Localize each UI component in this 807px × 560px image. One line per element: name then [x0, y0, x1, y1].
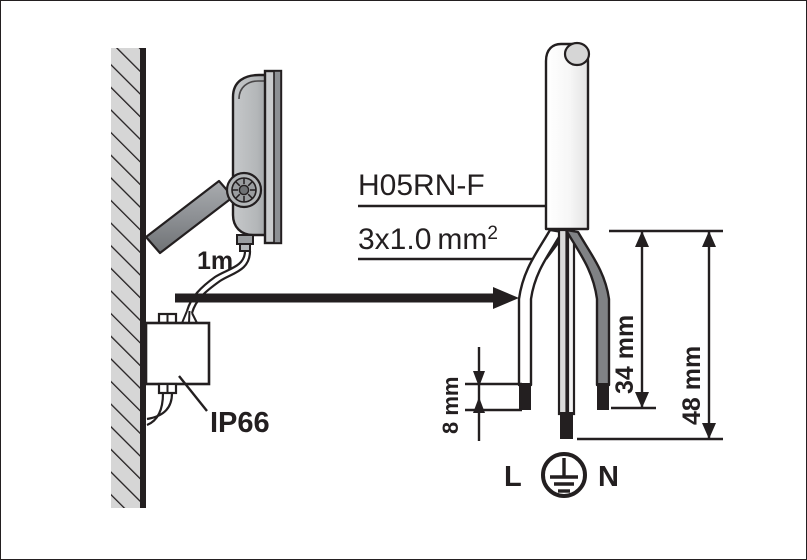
- mounting-height-label: 1m: [197, 247, 233, 275]
- cable-section-unit: mm: [437, 223, 487, 256]
- cable-gland: [157, 312, 178, 325]
- inner-length-label: 34 mm: [611, 315, 639, 394]
- cable-gland: [236, 234, 254, 252]
- cable-type-label: H05RN-F: [358, 169, 485, 202]
- cable-type-callout: H05RN-F: [358, 169, 571, 208]
- earth-ground-icon: [541, 452, 587, 498]
- outer-length-dimension: 48 mm: [577, 231, 723, 441]
- hatched-wall: [111, 48, 146, 508]
- terminal-markings: L N: [504, 452, 619, 498]
- inner-length-dimension: 34 mm: [609, 229, 723, 410]
- neutral-terminal-label: N: [598, 461, 619, 493]
- supply-cable: [517, 41, 611, 439]
- cable-section-exponent: 2: [487, 223, 498, 244]
- live-conductor: [517, 228, 564, 410]
- cable-gland: [157, 382, 178, 395]
- right-arrow: [175, 287, 519, 309]
- live-terminal-label: L: [504, 461, 522, 493]
- outer-length-label: 48 mm: [678, 346, 706, 425]
- ip66-junction-box: [144, 312, 211, 427]
- ingress-protection-label: IP66: [210, 407, 270, 439]
- earth-conductor: [557, 228, 576, 439]
- strip-length-dimension: 8 mm: [438, 347, 522, 441]
- neutral-conductor: [564, 228, 611, 410]
- cable-section-value: 3x1.0: [358, 223, 431, 256]
- tilt-ratchet-joint: [225, 171, 263, 209]
- mounting-bracket: [144, 179, 235, 255]
- strip-length-label: 8 mm: [438, 377, 463, 434]
